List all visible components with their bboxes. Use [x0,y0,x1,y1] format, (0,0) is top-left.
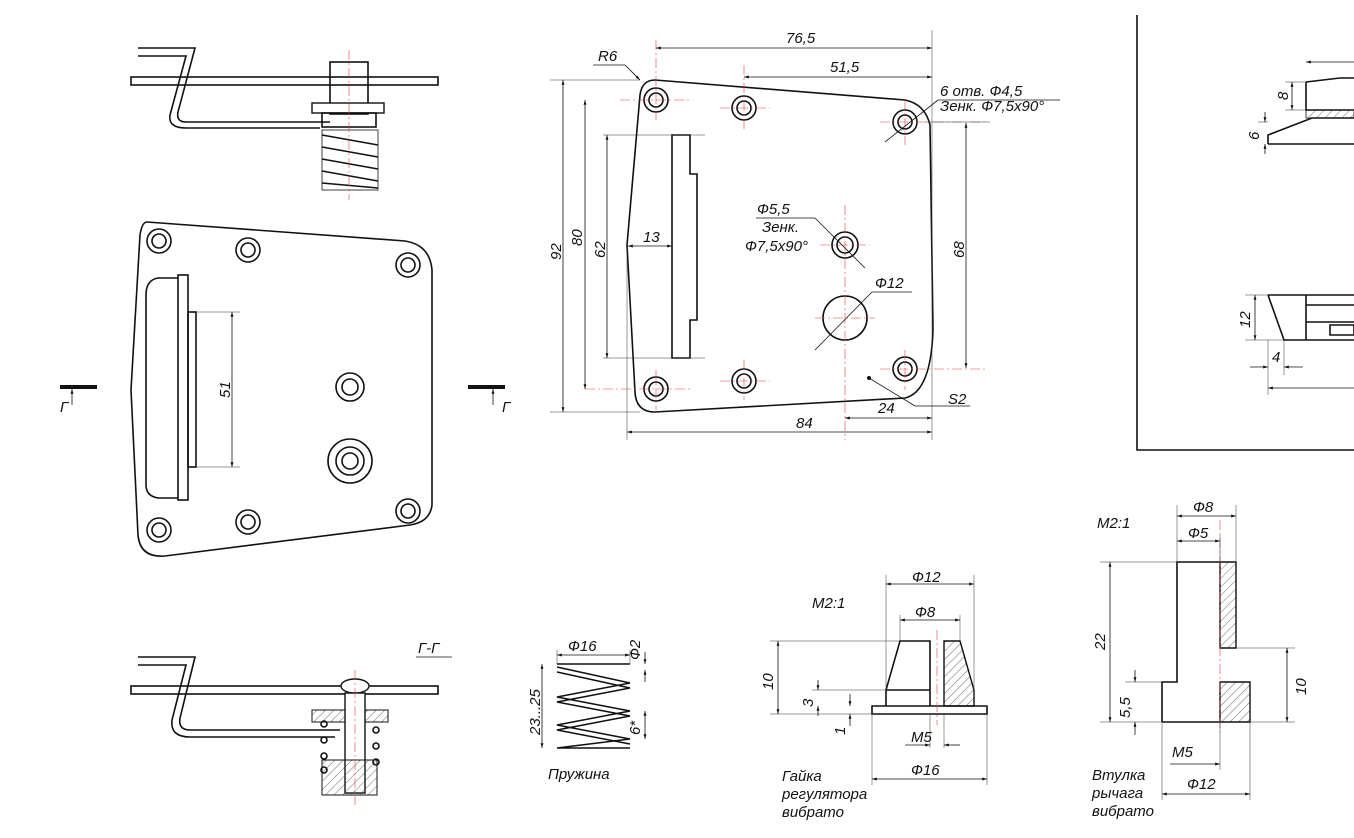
nut-caption-2: регулятора [781,786,867,803]
bushing-collar-dia: Ф12 [1187,776,1216,793]
section-title: Г-Г [418,640,441,657]
section-mark-left: Г [60,399,70,416]
dim-6: 6 [1246,131,1263,140]
top-side-view [130,47,439,200]
center-hole-dia: Ф5,5 [757,201,790,218]
dim-80: 80 [569,229,586,246]
spring-diameter: Ф16 [568,638,597,655]
spring-wire-diameter: Ф2 [627,639,644,660]
nut-flange-height: 1 [832,727,849,735]
bushing-outer-dia: Ф8 [1193,499,1214,516]
section-view: Г-Г [130,640,452,805]
spring-coils [320,720,380,774]
dim-13: 13 [643,229,660,246]
nut-collar-height: 3 [800,698,817,707]
dim-12: 12 [1237,311,1254,328]
nut-caption-3: вибрато [782,804,844,821]
spring-length: 23...25 [527,688,544,736]
main-plate-drawing: 76,5 51,5 R6 6 отв. Ф4,5 Зенк. Ф7,5x90° … [548,30,1060,440]
dim-62: 62 [592,241,609,258]
center-hole-countersink-dia: Ф7,5x90° [745,238,808,255]
dim-51-5: 51,5 [830,59,860,76]
dim-92: 92 [548,243,565,260]
nut-caption-1: Гайка [782,768,822,785]
dim-24: 24 [877,400,895,417]
nut-scale: M2:1 [812,595,845,612]
nut-thread: M5 [911,729,932,746]
bushing-scale: M2:1 [1097,515,1130,532]
bushing-collar-height: 5,5 [1117,696,1134,718]
spring-detail: Ф16 Ф2 23...25 6* Пружина [527,638,647,783]
lever-detail-frame: 8 6 12 4 [1136,15,1354,451]
holes-note-2: Зенк. Ф7,5x90° [940,98,1044,115]
center-hole-countersink: Зенк. [762,219,799,236]
bushing-thread: M5 [1172,744,1193,761]
section-mark-right: Г [502,399,512,416]
nut-detail: M2:1 Ф12 Ф8 10 3 1 M5 Ф16 Гайка регулято… [760,569,988,821]
bushing-caption-2: рычага [1091,785,1143,802]
holes-note-1: 6 отв. Ф4,5 [940,83,1023,100]
nut-top-dia: Ф8 [915,604,936,621]
dim-8: 8 [1275,91,1292,100]
bushing-detail: M2:1 Ф8 Ф5 22 5,5 10 M5 Ф12 Втулка рычаг… [1091,499,1310,820]
dim-76-5: 76,5 [786,30,816,47]
bushing-thread-length: 10 [1293,678,1310,695]
bushing-inner-dia: Ф5 [1188,525,1209,542]
thickness-label: S2 [948,391,967,408]
nut-flange-dia: Ф16 [911,762,940,779]
nut-outer-dia: Ф12 [912,569,941,586]
dim-51: 51 [217,381,234,398]
bushing-caption-3: вибрато [1092,803,1154,820]
mounting-holes [146,228,421,543]
spring-caption: Пружина [548,766,610,783]
dim-68: 68 [951,241,968,258]
dim-4: 4 [1272,349,1280,366]
big-hole-dia: Ф12 [875,275,904,292]
nut-height: 10 [760,673,777,690]
bushing-height: 22 [1092,633,1109,651]
assembly-plan-view: 51 Г Г [60,221,512,557]
radius-label: R6 [598,48,618,65]
dim-84: 84 [796,415,813,432]
spring-pitch: 6* [627,720,644,735]
bushing-caption-1: Втулка [1092,767,1145,784]
